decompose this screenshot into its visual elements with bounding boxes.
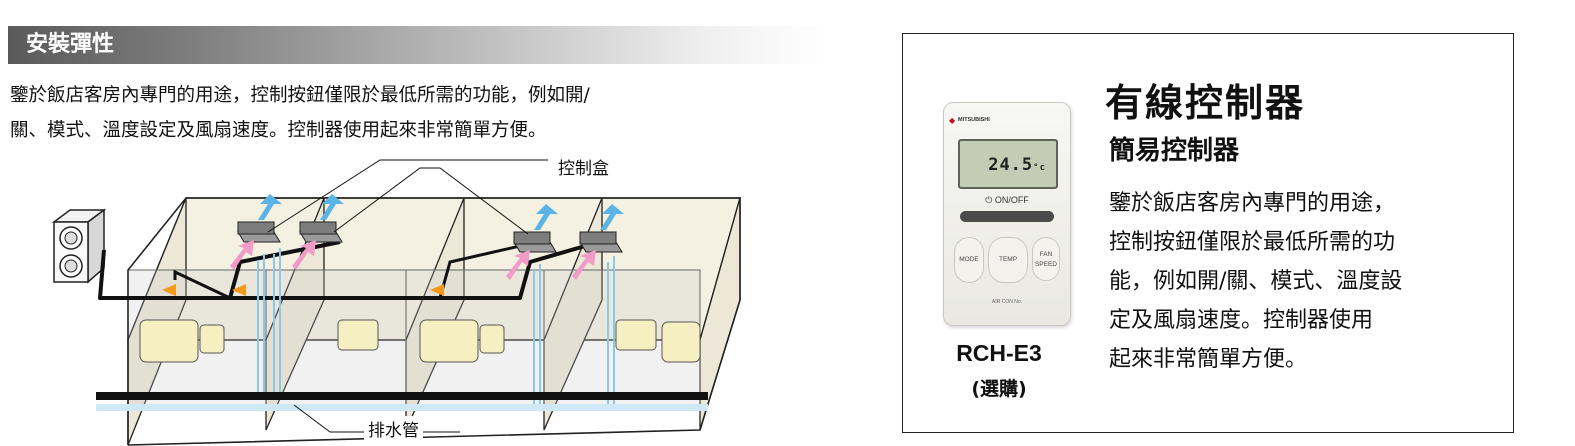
airflow-in-arrows [230, 240, 596, 280]
drain-risers [257, 248, 615, 406]
drain-pipe-label: 排水管 [364, 416, 423, 441]
drain-pipe [96, 404, 708, 411]
product-subtitle: 簡易控制器 [1109, 136, 1240, 166]
product-title: 有線控制器 [1105, 81, 1306, 125]
hotel-rooms-illustration: 控制盒 排水管 [0, 150, 880, 446]
brand-logo-icon: ◆ [949, 116, 956, 125]
section-header: 安裝彈性 [8, 26, 828, 64]
bath-fixtures [139, 319, 701, 363]
aircon-number-label: AIR CON No. [991, 299, 1022, 305]
description-line: 定及風扇速度。控制器使用 [1109, 308, 1374, 333]
onoff-button [960, 211, 1054, 222]
product-description: 鑒於飯店客房內專門的用途， 控制按鈕僅限於最低所需的功 能，例如開/關、模式、溫… [1109, 184, 1499, 379]
flow-direction-arrows [162, 284, 444, 296]
display-temperature: 24.5°c [988, 155, 1046, 175]
main-pipe [96, 392, 708, 400]
intro-line: 關、模式、溫度設定及風扇速度。控制器使用起來非常簡單方便。 [10, 120, 547, 141]
control-boxes [237, 221, 623, 253]
description-line: 起來非常簡單方便。 [1109, 347, 1308, 372]
model-note: (選購) [971, 378, 1027, 400]
product-panel: ◆ MITSUBISHI 24.5°c ⏻ ON/OFF MODE TEMP F… [902, 33, 1514, 433]
description-line: 能，例如開/關、模式、溫度設 [1109, 269, 1403, 294]
remote-brand: MITSUBISHI [958, 117, 990, 123]
outdoor-unit [51, 208, 107, 284]
controlbox-callout-line [267, 159, 548, 233]
remote-controller-image: ◆ MITSUBISHI 24.5°c ⏻ ON/OFF MODE TEMP F… [943, 102, 1071, 326]
temp-button: TEMP [988, 237, 1028, 283]
intro-line: 鑒於飯店客房內專門的用途，控制按鈕僅限於最低所需的功能，例如開/ [10, 85, 590, 106]
intro-paragraph: 鑒於飯店客房內專門的用途，控制按鈕僅限於最低所需的功能，例如開/ 關、模式、溫度… [10, 78, 820, 148]
control-box-label: 控制盒 [554, 154, 613, 179]
airflow-out-arrows [258, 194, 624, 230]
model-name: RCH-E3 [956, 340, 1042, 366]
onoff-label: ⏻ ON/OFF [985, 195, 1029, 205]
hotel-rooms-diagram [51, 159, 741, 446]
mode-button: MODE [954, 237, 984, 283]
section-title: 安裝彈性 [26, 32, 115, 57]
description-line: 鑒於飯店客房內專門的用途， [1109, 191, 1396, 216]
description-line: 控制按鈕僅限於最低所需的功 [1109, 230, 1396, 255]
remote-display: 24.5°c [958, 139, 1058, 189]
